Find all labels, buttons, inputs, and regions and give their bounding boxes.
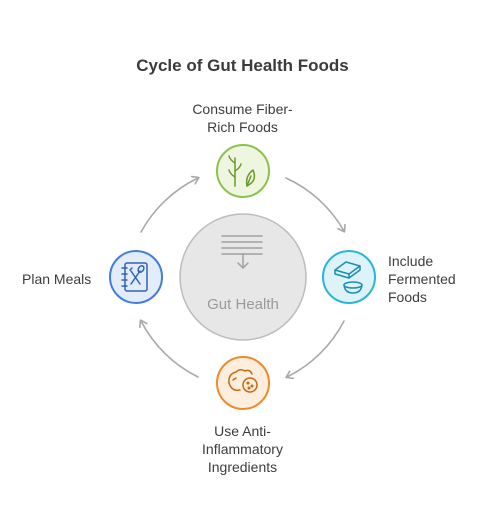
center-node — [179, 213, 307, 341]
fermented-food-icon — [334, 261, 363, 294]
center-circle — [179, 213, 307, 341]
node-anti-inflammatory — [216, 356, 270, 410]
label-fermented-line1: Include — [388, 253, 434, 269]
label-fermented-line2: Fermented — [388, 271, 456, 287]
node-fermented — [322, 250, 376, 304]
label-anti-inflammatory: Use Anti- Inflammatory Ingredients — [150, 422, 335, 476]
label-plan: Plan Meals — [22, 270, 102, 288]
arrow-anti-inflammatory-to-plan — [138, 319, 199, 378]
plant-leaf-icon — [228, 155, 256, 187]
fiber-circle — [216, 144, 270, 198]
label-fiber-line2: Rich Foods — [207, 119, 278, 135]
arrow-plan-to-fiber — [140, 175, 200, 233]
ginger-turmeric-icon — [228, 368, 258, 393]
label-fermented-line3: Foods — [388, 289, 427, 305]
label-fermented: Include Fermented Foods — [388, 252, 456, 306]
cycle-arrows — [138, 175, 346, 380]
diagram-title: Cycle of Gut Health Foods — [136, 56, 349, 75]
label-anti-inflammatory-line3: Ingredients — [207, 459, 278, 475]
label-anti-inflammatory-line2: Inflammatory — [202, 441, 283, 457]
intestine-icon — [221, 235, 263, 269]
arrow-fermented-to-anti-inflammatory — [285, 320, 345, 380]
label-fiber: Consume Fiber- Rich Foods — [150, 100, 335, 136]
label-anti-inflammatory-line1: Use Anti- — [214, 423, 271, 439]
node-fiber — [216, 144, 270, 198]
meal-planner-icon — [121, 262, 148, 292]
center-label: Gut Health — [207, 296, 279, 313]
node-plan — [109, 250, 163, 304]
arrow-fiber-to-fermented — [285, 177, 346, 233]
label-plan-line1: Plan Meals — [22, 271, 92, 287]
label-fiber-line1: Consume Fiber- — [192, 101, 293, 117]
